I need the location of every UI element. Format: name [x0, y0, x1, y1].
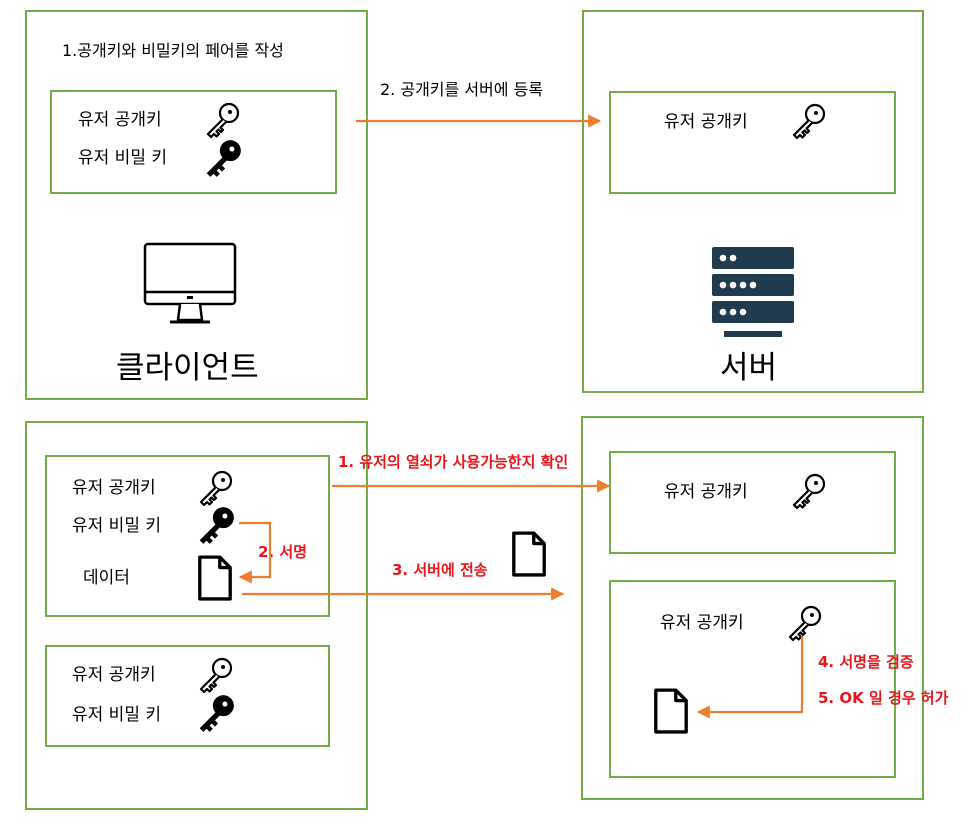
allow-if-ok-label: 5. OK 일 경우 허가	[818, 689, 949, 707]
verify-signature-label: 4. 서명을 검증	[818, 653, 914, 671]
client-key-pair-box-2	[45, 645, 330, 747]
client-data-label: 데이터	[83, 568, 130, 588]
client-public-key-label: 유저 공개키	[72, 478, 156, 498]
client-key-pair-box	[50, 90, 337, 194]
server-public-key-box-2	[609, 451, 896, 554]
server-verify-public-key-label: 유저 공개키	[660, 613, 744, 633]
client-private-key-label-2: 유저 비밀 키	[72, 705, 162, 725]
client-panel-bottom	[25, 421, 368, 810]
server-panel-top	[582, 10, 924, 393]
server-title: 서버	[720, 350, 778, 386]
sign-arrow	[238, 521, 272, 584]
client-public-key-label-2: 유저 공개키	[72, 665, 156, 685]
server-panel-bottom	[581, 416, 924, 800]
verify-arrow	[696, 636, 804, 719]
server-verify-box	[609, 580, 896, 778]
client-public-key-label: 유저 공개키	[78, 110, 162, 130]
server-public-key-label-2: 유저 공개키	[664, 482, 748, 502]
client-panel-top	[25, 10, 368, 400]
client-private-key-label: 유저 비밀 키	[72, 516, 162, 536]
server-public-key-label: 유저 공개키	[664, 112, 748, 132]
server-rack-icon	[712, 247, 794, 337]
client-title: 클라이언트	[116, 350, 259, 386]
register-public-key-label: 2. 공개키를 서버에 등록	[380, 80, 544, 99]
send-to-server-label: 3. 서버에 전송	[392, 561, 488, 579]
check-key-usable-label: 1. 유저의 열쇠가 사용가능한지 확인	[338, 453, 569, 471]
client-private-key-label: 유저 비밀 키	[78, 148, 168, 168]
server-public-key-box	[609, 91, 896, 194]
step-generate-keypair-label: 1.공개키와 비밀키의 페어를 작성	[62, 41, 284, 60]
monitor-icon	[143, 242, 237, 324]
client-sign-box	[45, 455, 330, 617]
